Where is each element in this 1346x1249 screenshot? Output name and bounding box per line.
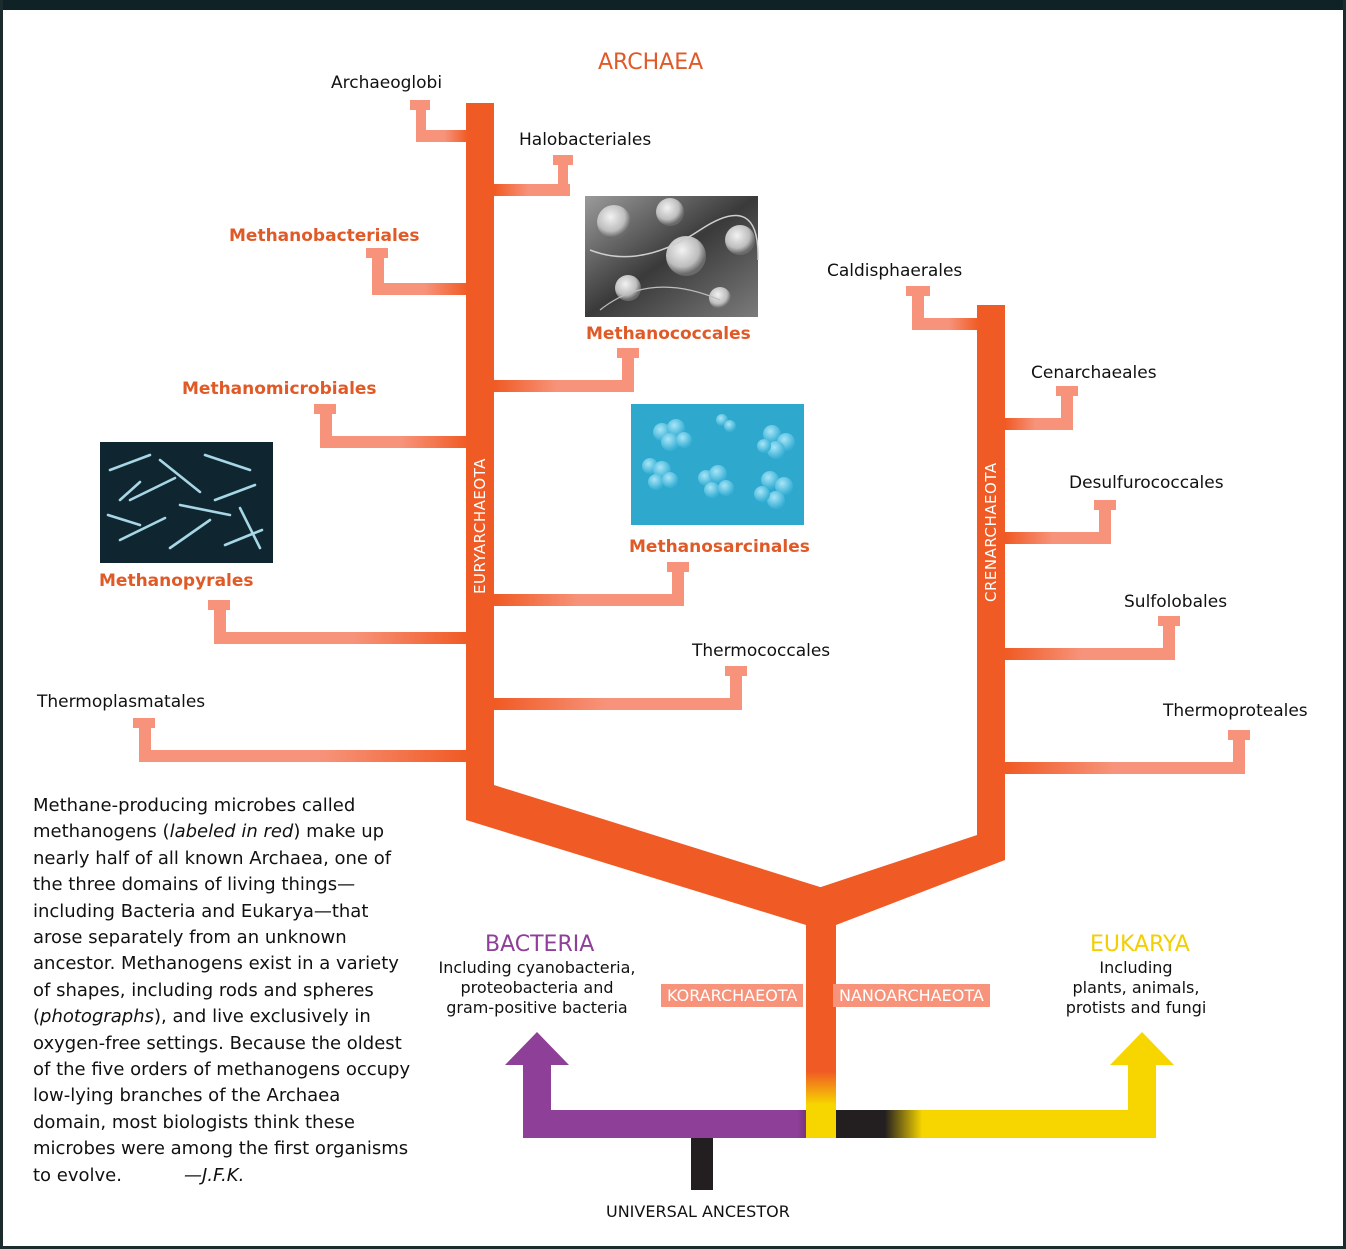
archaea-stem <box>806 900 836 1138</box>
branch-caldisphaerales <box>906 286 979 330</box>
label-caldisphaerales: Caldisphaerales <box>827 261 962 281</box>
label-methanobacteriales: Methanobacteriales <box>229 226 419 246</box>
methanosarcinales-photo <box>631 404 804 525</box>
label-methanococcales: Methanococcales <box>586 324 751 344</box>
bacteria-line-3: gram-positive bacteria <box>422 998 652 1018</box>
label-korarchaeota: KORARCHAEOTA <box>661 984 803 1007</box>
label-euryarchaeota: EURYARCHAEOTA <box>471 460 489 594</box>
branch-methanobacteriales <box>366 248 468 295</box>
bacteria-title: BACTERIA <box>485 932 594 957</box>
label-nanoarchaeota: NANOARCHAEOTA <box>833 984 990 1007</box>
caption-text-3: ), and live exclusively in oxygen-free s… <box>33 1006 410 1185</box>
eukarya-line-1: Including <box>1056 958 1216 978</box>
branch-methanopyrales <box>208 600 468 644</box>
label-desulfurococcales: Desulfurococcales <box>1069 473 1224 493</box>
branch-cenarchaeales <box>1005 386 1078 430</box>
figure-caption: Methane-producing microbes called methan… <box>33 793 418 1189</box>
crenarchaeota-fork <box>806 815 1005 925</box>
archaea-title: ARCHAEA <box>598 50 703 75</box>
branch-methanosarcinales <box>494 562 689 606</box>
eukarya-arrowhead <box>1110 1032 1174 1065</box>
branch-sulfolobales <box>1005 616 1180 660</box>
label-thermoplasmatales: Thermoplasmatales <box>37 692 205 712</box>
bacteria-description: Including cyanobacteria, proteobacteria … <box>422 958 652 1018</box>
label-halobacteriales: Halobacteriales <box>519 130 651 150</box>
bacteria-arrowhead <box>505 1032 569 1065</box>
eukarya-title: EUKARYA <box>1090 932 1190 957</box>
label-methanosarcinales: Methanosarcinales <box>629 537 810 557</box>
label-archaeoglobi: Archaeoglobi <box>331 73 442 93</box>
branch-thermococcales <box>494 666 747 710</box>
branch-thermoplasmatales <box>133 718 468 762</box>
label-cenarchaeales: Cenarchaeales <box>1031 363 1157 383</box>
euryarchaeota-trunk <box>466 103 494 793</box>
caption-credit: —J.F.K. <box>184 1165 244 1186</box>
branch-thermoproteales <box>1005 730 1250 774</box>
label-sulfolobales: Sulfolobales <box>1124 592 1227 612</box>
branch-methanococcales <box>494 348 639 392</box>
bacteria-line-2: proteobacteria and <box>422 978 652 998</box>
euryarchaeota-fork <box>466 770 836 925</box>
universal-ancestor-label: UNIVERSAL ANCESTOR <box>606 1202 790 1221</box>
bacteria-line-1: Including cyanobacteria, <box>422 958 652 978</box>
branch-methanomicrobiales <box>314 404 468 448</box>
caption-emphasis-2: photographs <box>40 1006 154 1027</box>
branch-archaeoglobi <box>410 100 468 142</box>
methanococcales-photo <box>585 196 758 317</box>
eukarya-line-3: protists and fungi <box>1056 998 1216 1018</box>
eukarya-description: Including plants, animals, protists and … <box>1056 958 1216 1018</box>
caption-text-2: ) make up nearly half of all known Archa… <box>33 821 399 1027</box>
eukarya-line-2: plants, animals, <box>1056 978 1216 998</box>
label-methanomicrobiales: Methanomicrobiales <box>182 379 377 399</box>
label-crenarchaeota: CRENARCHAEOTA <box>982 468 1000 602</box>
label-thermococcales: Thermococcales <box>692 641 830 661</box>
label-thermoproteales: Thermoproteales <box>1163 701 1308 721</box>
methanopyrales-photo <box>100 442 273 563</box>
label-methanopyrales: Methanopyrales <box>99 571 254 591</box>
branch-halobacteriales <box>494 155 573 196</box>
eukarya-arrow-shaft <box>1128 1062 1156 1138</box>
branch-desulfurococcales <box>1005 500 1116 544</box>
caption-emphasis-1: labeled in red <box>170 821 294 842</box>
bacteria-arrow-shaft <box>523 1062 551 1138</box>
